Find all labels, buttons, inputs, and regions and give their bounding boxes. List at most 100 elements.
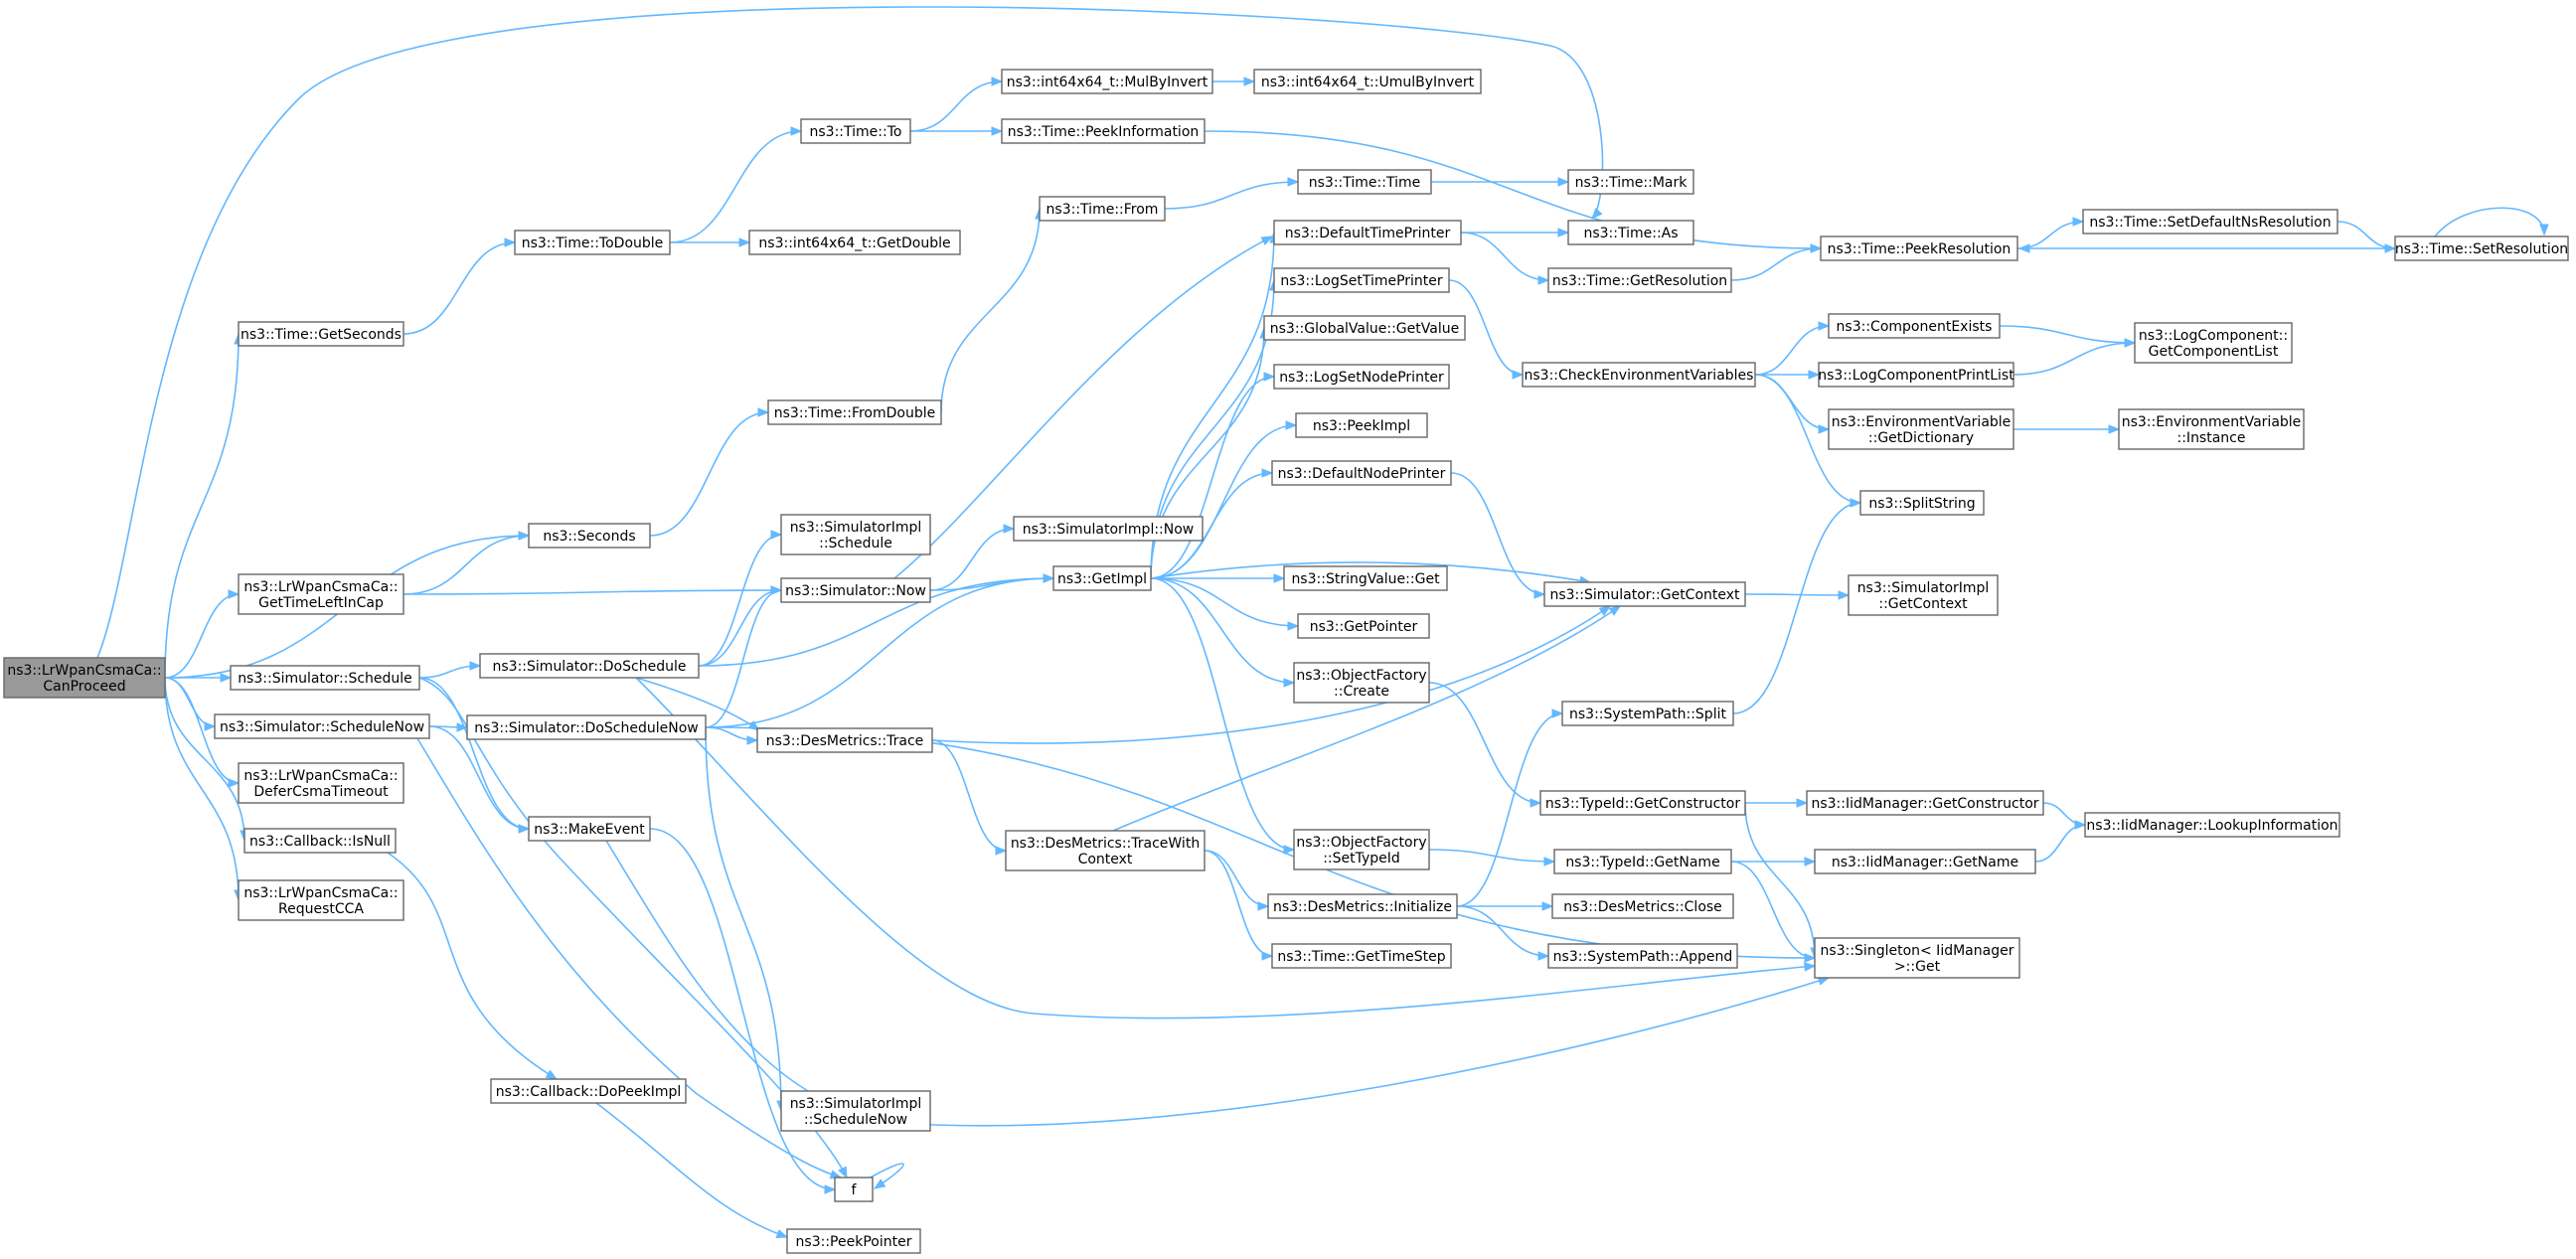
graph-node-getimpl[interactable]: ns3::GetImpl [1052, 565, 1152, 591]
edge-arrowhead [991, 126, 1004, 136]
edge-arrowhead [1533, 589, 1546, 599]
call-edge [164, 677, 216, 727]
graph-node-umulbyinvert[interactable]: ns3::int64x64_t::UmulByInvert [1253, 69, 1482, 94]
graph-node-logsetnodeprinter[interactable]: ns3::LogSetNodePrinter [1273, 364, 1450, 390]
node-box [780, 514, 931, 555]
edge-arrowhead [1287, 177, 1300, 187]
graph-node-simimplgetcontext[interactable]: ns3::SimulatorImpl::GetContext [1848, 574, 1999, 616]
graph-node-iidgetconstructor[interactable]: ns3::IidManager::GetConstructor [1806, 790, 2044, 816]
graph-node-peekimpl[interactable]: ns3::PeekImpl [1295, 412, 1428, 438]
edge-arrowhead [204, 721, 217, 731]
graph-node-componentexists[interactable]: ns3::ComponentExists [1828, 313, 2001, 339]
graph-node-gvgetvalue[interactable]: ns3::GlobalValue::GetValue [1263, 315, 1466, 341]
graph-node-envgetdict[interactable]: ns3::EnvironmentVariable::GetDictionary [1828, 408, 2014, 450]
graph-node-iidlookup[interactable]: ns3::IidManager::LookupInformation [2084, 812, 2340, 838]
graph-node-from[interactable]: ns3::Time::From [1039, 196, 1166, 222]
graph-node-simimplschedulenow[interactable]: ns3::SimulatorImpl::ScheduleNow [780, 1090, 931, 1132]
graph-node-getseconds[interactable]: ns3::Time::GetSeconds [238, 321, 404, 347]
node-label: f [852, 1182, 858, 1198]
graph-node-logsettimeprinter[interactable]: ns3::LogSetTimePrinter [1273, 267, 1450, 293]
graph-node-dopeekimpl[interactable]: ns3::Callback::DoPeekImpl [490, 1078, 687, 1104]
call-edge [909, 80, 1003, 132]
nodes-layer: ns3::LrWpanCsmaCa::CanProceedns3::Time::… [3, 69, 2569, 1254]
graph-node-todouble[interactable]: ns3::Time::ToDouble [514, 230, 671, 255]
call-edge [2034, 824, 2086, 863]
graph-node-peekpointer[interactable]: ns3::PeekPointer [786, 1228, 921, 1254]
graph-node-int64getdouble[interactable]: ns3::int64x64_t::GetDouble [748, 230, 961, 255]
graph-node-iidgetname[interactable]: ns3::IidManager::GetName [1814, 849, 2036, 874]
graph-node-simgetcontext[interactable]: ns3::Simulator::GetContext [1543, 581, 1746, 607]
graph-node-desclose[interactable]: ns3::DesMetrics::Close [1551, 893, 1734, 919]
graph-node-checkenv[interactable]: ns3::CheckEnvironmentVariables [1522, 362, 1756, 388]
graph-node-desinitialize[interactable]: ns3::DesMetrics::Initialize [1267, 893, 1458, 919]
edge-arrowhead [873, 1179, 886, 1189]
graph-node-requestcca[interactable]: ns3::LrWpanCsmaCa::RequestCCA [238, 879, 404, 921]
node-box [1001, 118, 1206, 144]
call-edge [893, 236, 1273, 579]
graph-node-peekresolution[interactable]: ns3::Time::PeekResolution [1820, 236, 2018, 261]
graph-node-makeevent[interactable]: ns3::MakeEvent [528, 816, 651, 842]
graph-node-to[interactable]: ns3::Time::To [800, 118, 911, 144]
graph-node-timetime[interactable]: ns3::Time::Time [1297, 169, 1432, 195]
edge-arrowhead [1537, 275, 1550, 285]
graph-node-seconds[interactable]: ns3::Seconds [528, 523, 651, 549]
graph-node-systempathsplit[interactable]: ns3::SystemPath::Split [1561, 701, 1734, 726]
graph-node-simimplnow[interactable]: ns3::SimulatorImpl::Now [1013, 516, 1204, 542]
call-edge [428, 725, 530, 830]
graph-node-splitstring[interactable]: ns3::SplitString [1859, 490, 1985, 516]
graph-node-defaultnodeprinter[interactable]: ns3::DefaultNodePrinter [1271, 460, 1452, 486]
graph-node-systempathappend[interactable]: ns3::SystemPath::Append [1547, 943, 1738, 969]
graph-node-gettimestep[interactable]: ns3::Time::GetTimeStep [1271, 943, 1452, 969]
edge-arrowhead [1285, 420, 1298, 430]
graph-node-doschedulenow[interactable]: ns3::Simulator::DoScheduleNow [466, 714, 707, 740]
edge-arrowhead [504, 237, 517, 247]
graph-node-mulbyinvert[interactable]: ns3::int64x64_t::MulByInvert [1001, 69, 1213, 94]
graph-node-getresolution[interactable]: ns3::Time::GetResolution [1547, 267, 1732, 293]
node-box [834, 1177, 874, 1202]
call-edge [1754, 374, 1861, 504]
graph-node-typeidgetname[interactable]: ns3::TypeId::GetName [1553, 849, 1732, 874]
graph-node-ofsettypeid[interactable]: ns3::ObjectFactory::SetTypeId [1293, 829, 1430, 870]
graph-node-logcompgetlist[interactable]: ns3::LogComponent::GetComponentList [2134, 322, 2293, 364]
call-edge [1460, 232, 1549, 281]
graph-node-gettimeleft[interactable]: ns3::LrWpanCsmaCa::GetTimeLeftInCap [238, 573, 404, 615]
graph-node-doschedule[interactable]: ns3::Simulator::DoSchedule [479, 653, 700, 679]
graph-node-getpointer[interactable]: ns3::GetPointer [1297, 613, 1430, 639]
graph-node-defer[interactable]: ns3::LrWpanCsmaCa::DeferCsmaTimeout [238, 762, 404, 804]
graph-node-setresolution[interactable]: ns3::Time::SetResolution [2394, 236, 2569, 261]
graph-node-simimplschedule[interactable]: ns3::SimulatorImpl::Schedule [780, 514, 931, 555]
graph-node-schedulenow[interactable]: ns3::Simulator::ScheduleNow [214, 713, 430, 739]
node-label: ns3::LrWpanCsmaCa:: [243, 768, 398, 784]
graph-node-peekinformation[interactable]: ns3::Time::PeekInformation [1001, 118, 1206, 144]
graph-node-setdefaultns[interactable]: ns3::Time::SetDefaultNsResolution [2082, 209, 2338, 235]
graph-node-root[interactable]: ns3::LrWpanCsmaCa::CanProceed [3, 657, 166, 699]
graph-node-schedule[interactable]: ns3::Simulator::Schedule [230, 665, 420, 691]
graph-node-f[interactable]: f [834, 1177, 874, 1202]
graph-node-envinstance[interactable]: ns3::EnvironmentVariable::Instance [2118, 408, 2305, 450]
edge-arrowhead [991, 77, 1004, 86]
graph-node-isnull[interactable]: ns3::Callback::IsNull [243, 828, 397, 854]
graph-node-simnow[interactable]: ns3::Simulator::Now [780, 577, 931, 603]
graph-node-typeidgetconstructor[interactable]: ns3::TypeId::GetConstructor [1539, 790, 1746, 816]
graph-node-fromdouble[interactable]: ns3::Time::FromDouble [767, 399, 942, 425]
graph-node-stringvalueget[interactable]: ns3::StringValue::Get [1283, 565, 1448, 591]
node-box [1806, 790, 2044, 816]
graph-node-ofcreate[interactable]: ns3::ObjectFactory::Create [1293, 662, 1430, 704]
graph-node-timeas[interactable]: ns3::Time::As [1567, 220, 1694, 245]
edge-arrowhead [1257, 901, 1270, 911]
node-box [1828, 408, 2014, 450]
node-box [1293, 829, 1430, 870]
node-label: ns3::Seconds [543, 529, 635, 545]
call-edge [1732, 502, 1861, 714]
graph-node-mark[interactable]: ns3::Time::Mark [1567, 169, 1694, 195]
node-label: ns3::Time::PeekResolution [1828, 241, 2012, 257]
graph-node-destrace[interactable]: ns3::DesMetrics::Trace [756, 727, 933, 753]
call-edge [2434, 207, 2545, 237]
graph-node-logcompprintlist[interactable]: ns3::LogComponentPrintList [1818, 362, 2014, 388]
node-box [479, 653, 700, 679]
graph-node-defaulttimeprinter[interactable]: ns3::DefaultTimePrinter [1273, 220, 1462, 245]
graph-node-singletonget[interactable]: ns3::Singleton< IidManager>::Get [1814, 937, 2020, 979]
call-edge [698, 577, 1054, 667]
node-box [1561, 701, 1734, 726]
